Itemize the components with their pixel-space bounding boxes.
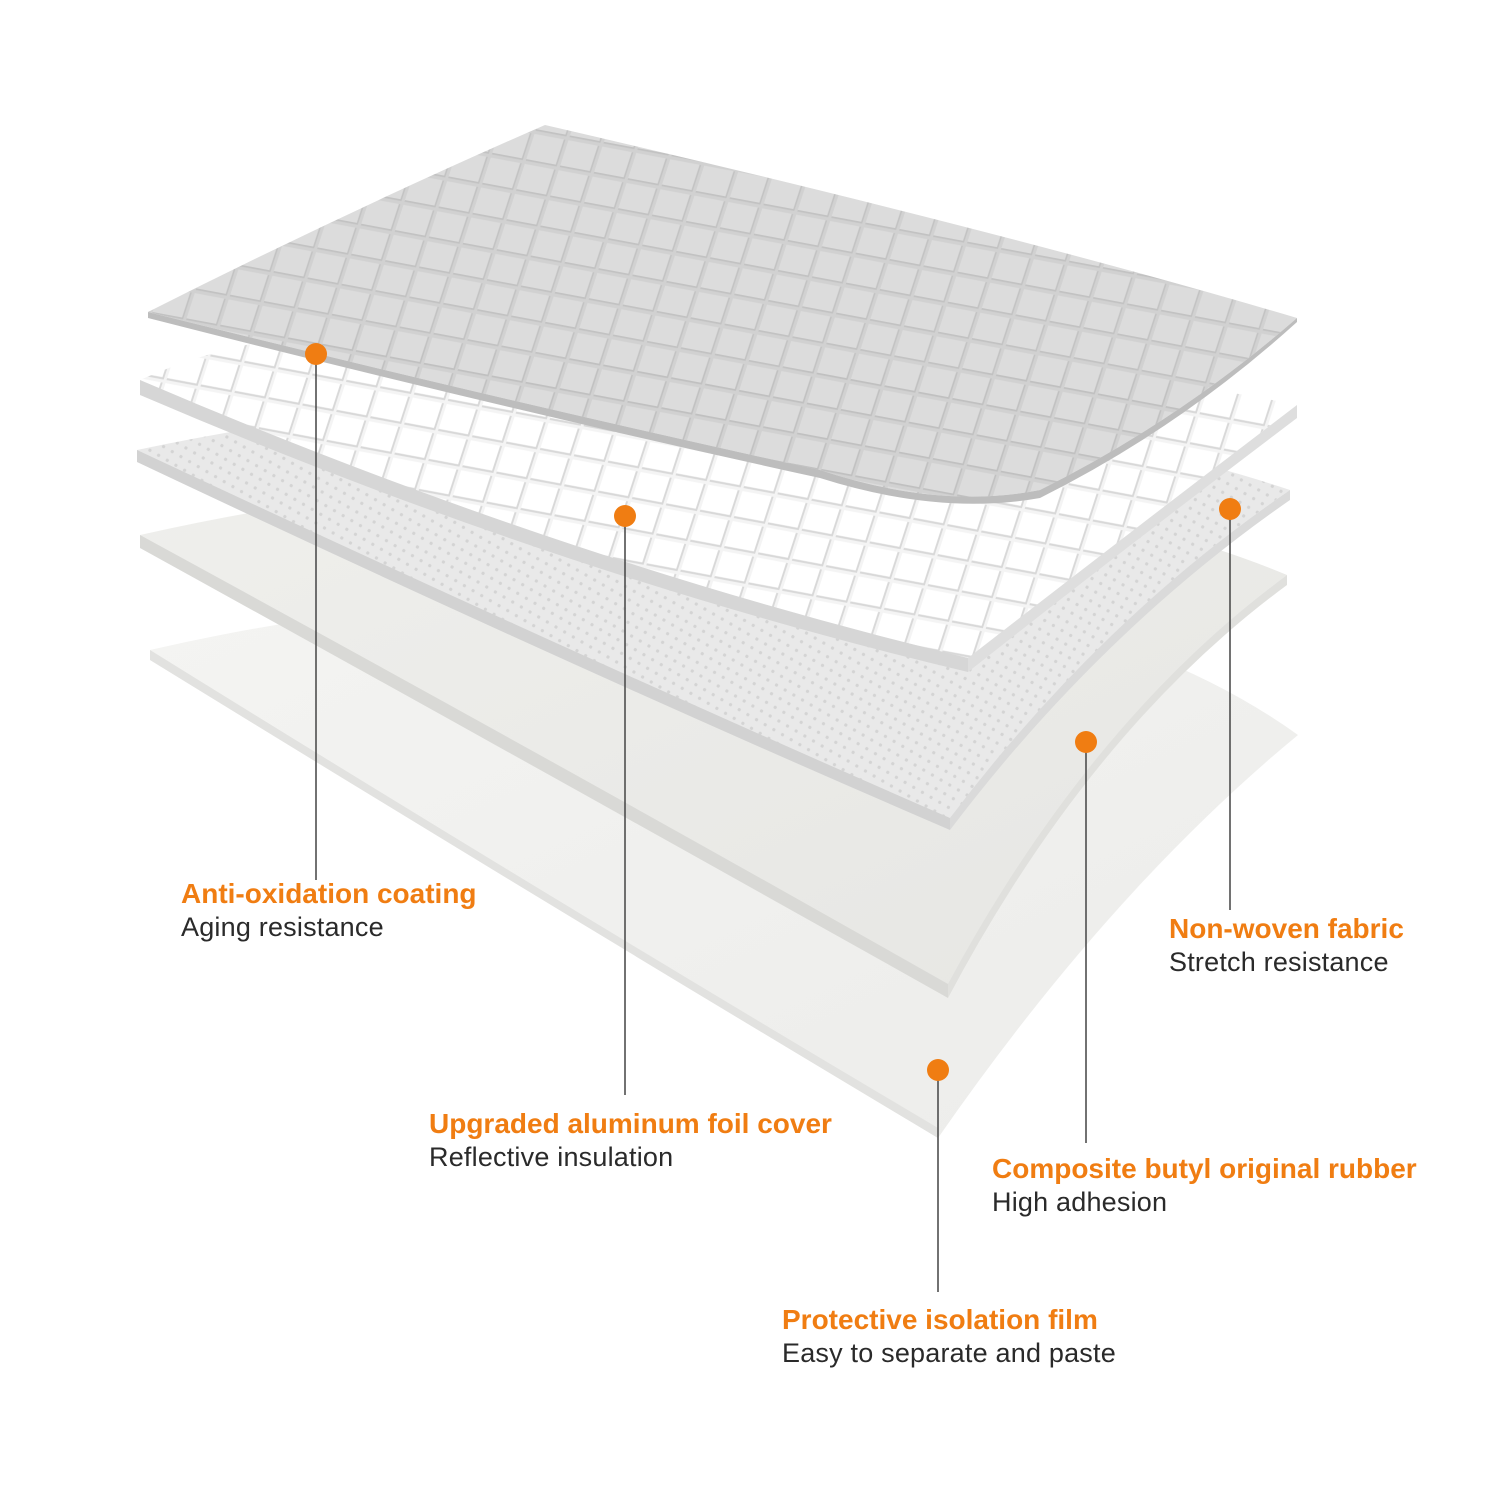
callout-dot-butyl (1075, 731, 1097, 753)
callout-dot-foil (614, 505, 636, 527)
label-title: Protective isolation film (782, 1304, 1098, 1335)
anti-oxidation-layer (148, 125, 1297, 504)
label-subtitle: High adhesion (992, 1187, 1168, 1217)
label-subtitle: Stretch resistance (1169, 947, 1389, 977)
label-title: Composite butyl original rubber (992, 1153, 1417, 1184)
label-non-woven: Non-woven fabric Stretch resistance (1169, 911, 1404, 980)
label-subtitle: Aging resistance (181, 912, 384, 942)
label-title: Non-woven fabric (1169, 913, 1404, 944)
callout-dot-anti (305, 343, 327, 365)
label-anti-oxidation: Anti-oxidation coating Aging resistance (181, 876, 477, 945)
callout-dot-film (927, 1059, 949, 1081)
callout-dot-nonwoven (1219, 498, 1241, 520)
label-subtitle: Reflective insulation (429, 1142, 674, 1172)
label-aluminum-foil: Upgraded aluminum foil cover Reflective … (429, 1106, 832, 1175)
label-title: Upgraded aluminum foil cover (429, 1108, 832, 1139)
label-isolation-film: Protective isolation film Easy to separa… (782, 1302, 1116, 1371)
label-title: Anti-oxidation coating (181, 878, 477, 909)
callouts (305, 343, 1241, 1292)
label-subtitle: Easy to separate and paste (782, 1338, 1116, 1368)
label-butyl-rubber: Composite butyl original rubber High adh… (992, 1151, 1417, 1220)
